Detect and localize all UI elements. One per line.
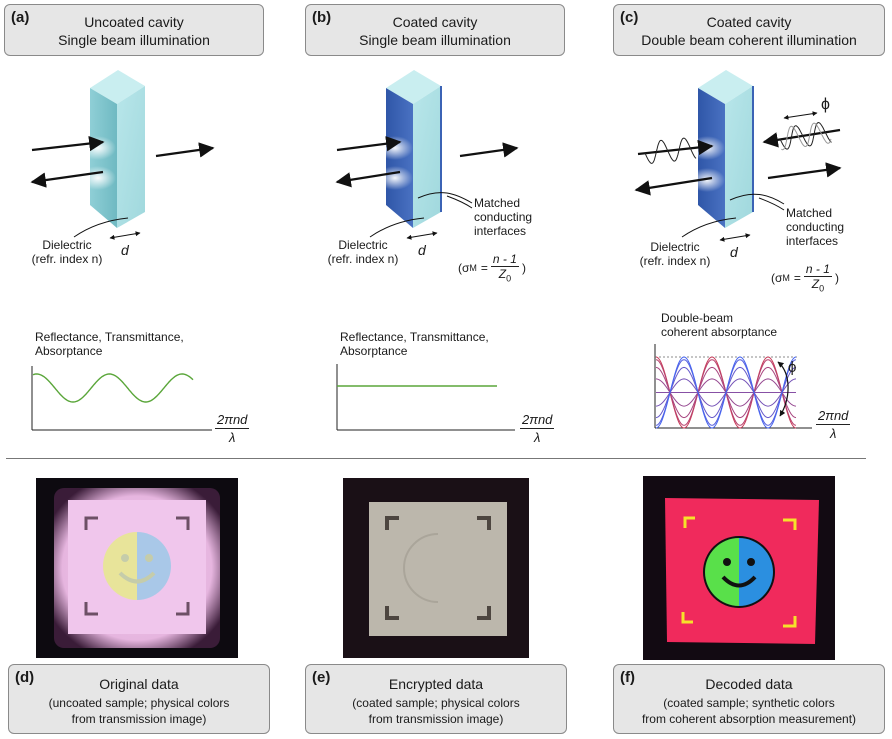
result-d-line2: from transmission image) (9, 712, 269, 727)
dielectric-label-b: Dielectric (refr. index n) (318, 238, 408, 266)
plot-a-title: Reflectance, Transmittance, Absorptance (35, 330, 184, 358)
sigma-den: Z0 (804, 277, 832, 293)
dielectric-label-a: Dielectric (refr. index n) (22, 238, 112, 266)
sigma-prefix: (σ (458, 261, 469, 275)
section-divider (6, 458, 866, 459)
matched-text: Matched (474, 196, 520, 210)
phase-shift-arrow (784, 113, 817, 118)
sigma-den: Z0 (491, 267, 519, 283)
thickness-arrow (407, 233, 437, 238)
plot-b-xlabel-den: λ (520, 429, 554, 445)
plot-b-axes (337, 364, 515, 430)
matched-label-b: Matched conducting interfaces (474, 196, 532, 238)
incident-beam-right (764, 130, 840, 142)
outgoing-arrow-right (768, 168, 840, 178)
dielectric-text: Dielectric (650, 240, 699, 254)
refr-index-text: (refr. index n) (640, 254, 711, 268)
interface-leader (759, 198, 784, 210)
sigma-eq: = (794, 271, 801, 285)
glow-spot (377, 136, 413, 160)
sigma-num: n - 1 (804, 262, 832, 277)
plot-c-title-line1: Double-beam (661, 311, 733, 325)
plot-c-phase-label: ϕ (788, 361, 796, 375)
result-e-line1: (coated sample; physical colors (306, 696, 566, 711)
thickness-arrow (720, 235, 750, 240)
result-f-title: Decoded data (614, 676, 884, 692)
glow-spot (80, 136, 116, 160)
result-e-title: Encrypted data (306, 676, 566, 692)
slab-a (80, 70, 145, 228)
plot-a-xlabel-den: λ (215, 429, 249, 445)
matched-text: Matched (786, 206, 832, 220)
result-d-box: (d) Original data (uncoated sample; phys… (8, 664, 270, 734)
refr-index-text: (refr. index n) (32, 252, 103, 266)
plot-a-title-line1: Reflectance, Transmittance, (35, 330, 184, 344)
result-f-line1: (coated sample; synthetic colors (614, 696, 884, 711)
glow-spot (80, 166, 116, 190)
sigma-suffix: ) (522, 261, 526, 275)
plot-b-xlabel: 2πnd λ (520, 412, 554, 445)
plot-b-xlabel-num: 2πnd (520, 412, 554, 429)
plot-a-title-line2: Absorptance (35, 344, 102, 358)
plot-c-title-line2: coherent absorptance (661, 325, 777, 339)
sigma-den-sub: 0 (819, 283, 824, 293)
plot-a-curve (33, 374, 193, 402)
interfaces-text: interfaces (786, 234, 838, 248)
result-d-title: Original data (9, 676, 269, 692)
cavity-diagrams (0, 0, 892, 460)
sigma-den-text: Z (812, 277, 819, 291)
dielectric-text: Dielectric (338, 238, 387, 252)
sigma-prefix: (σ (771, 271, 782, 285)
plot-c-xlabel-num: 2πnd (816, 408, 850, 425)
phase-label-top: ϕ (821, 98, 830, 112)
result-e-line2: from transmission image) (306, 712, 566, 727)
dielectric-label-c: Dielectric (refr. index n) (630, 240, 720, 268)
matched-label-c: Matched conducting interfaces (786, 206, 844, 248)
thickness-label-c: d (730, 245, 738, 259)
result-f-box: (f) Decoded data (coated sample; synthet… (613, 664, 885, 734)
transmitted-arrow (156, 148, 213, 156)
plot-c-title: Double-beam coherent absorptance (661, 311, 777, 339)
thickness-label-b: d (418, 243, 426, 257)
thickness-arrow (110, 233, 140, 238)
photo-original (36, 478, 238, 658)
sigma-num: n - 1 (491, 252, 519, 267)
plot-a-xlabel: 2πnd λ (215, 412, 249, 445)
sigma-suffix: ) (835, 271, 839, 285)
result-f-line2: from coherent absorption measurement) (614, 712, 884, 727)
sigma-eq: = (481, 261, 488, 275)
result-d-line1: (uncoated sample; physical colors (9, 696, 269, 711)
thickness-label-a: d (121, 243, 129, 257)
sigma-sub: M (782, 273, 790, 283)
refr-index-text: (refr. index n) (328, 252, 399, 266)
plot-b-title-line1: Reflectance, Transmittance, (340, 330, 489, 344)
photo-encrypted (343, 478, 529, 658)
dielectric-text: Dielectric (42, 238, 91, 252)
plot-b-title-line2: Absorptance (340, 344, 407, 358)
photo-decoded (643, 476, 835, 660)
conducting-text: conducting (474, 210, 532, 224)
plot-a-xlabel-num: 2πnd (215, 412, 249, 429)
sigma-den-sub: 0 (506, 273, 511, 283)
interface-leader (447, 196, 472, 208)
sigma-den-text: Z (499, 267, 506, 281)
plot-c-xlabel: 2πnd λ (816, 408, 850, 441)
transmitted-arrow (460, 148, 517, 156)
plot-c-xlabel-den: λ (816, 425, 850, 441)
slab-c (689, 70, 753, 228)
glow-spot (377, 166, 413, 190)
plot-b-title: Reflectance, Transmittance, Absorptance (340, 330, 489, 358)
result-e-box: (e) Encrypted data (coated sample; physi… (305, 664, 567, 734)
slab-b (377, 70, 441, 228)
interfaces-text: interfaces (474, 224, 526, 238)
sigma-sub: M (469, 263, 477, 273)
plot-c-curve-family (656, 357, 796, 428)
plot-a-axes (32, 366, 212, 430)
conducting-text: conducting (786, 220, 844, 234)
